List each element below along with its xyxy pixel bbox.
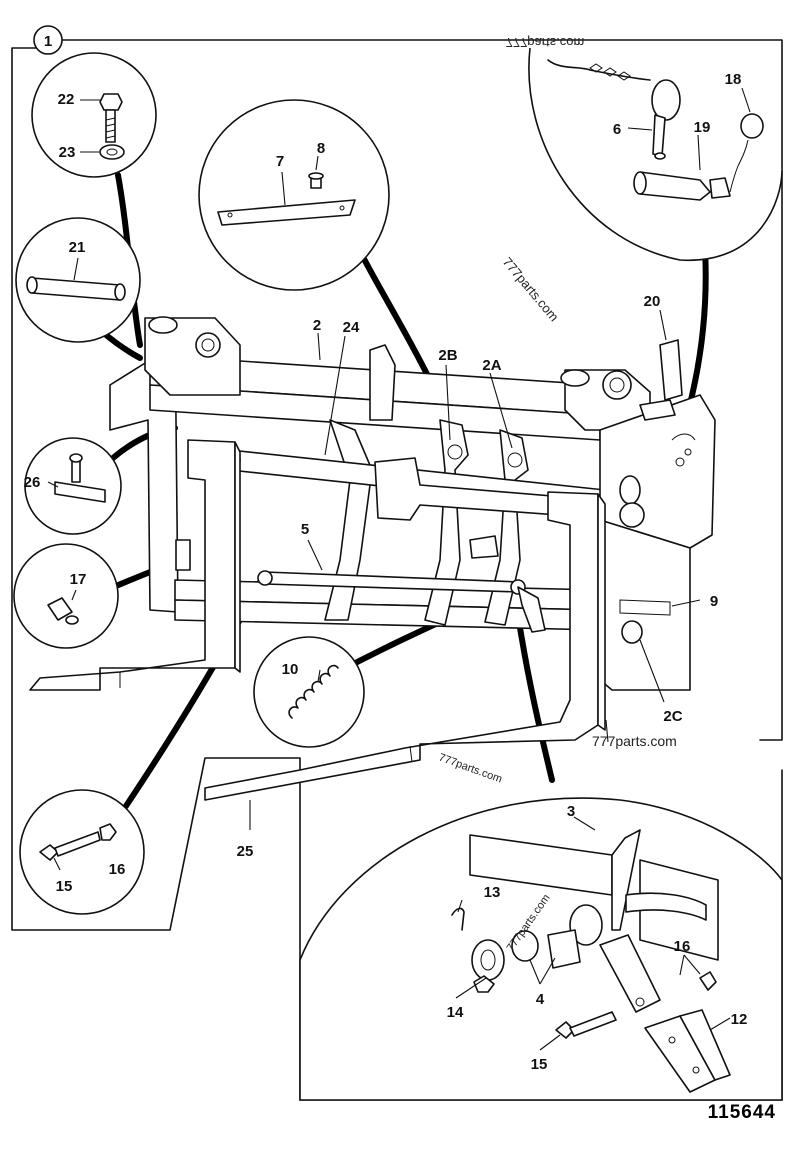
drawing-number: 115644 <box>708 1102 776 1123</box>
callout-21: 21 <box>69 239 86 256</box>
callout-14: 14 <box>447 1004 464 1021</box>
callout-2C: 2C <box>663 708 682 725</box>
sheet-number: 1 <box>44 33 52 50</box>
callout-5: 5 <box>301 521 309 538</box>
callout-13: 13 <box>484 884 501 901</box>
callout-17: 17 <box>70 571 87 588</box>
callout-2A: 2A <box>482 357 501 374</box>
detail-stabiliser-mount <box>299 797 783 1101</box>
callout-16-right: 16 <box>674 938 691 955</box>
fork-carriage-assembly <box>29 316 716 801</box>
callout-24: 24 <box>343 319 360 336</box>
callout-3: 3 <box>567 803 575 820</box>
callout-22: 22 <box>58 91 75 108</box>
detail-plate-7 <box>198 99 390 291</box>
callout-2B: 2B <box>438 347 457 364</box>
callout-2: 2 <box>313 317 321 334</box>
detail-spring-10 <box>253 636 365 748</box>
callout-12: 12 <box>731 1011 748 1028</box>
watermark-right: 777parts.com <box>592 733 677 749</box>
callout-16-left: 16 <box>109 861 126 878</box>
watermark-top: 777parts.com <box>506 35 585 50</box>
callout-18: 18 <box>725 71 742 88</box>
callout-25: 25 <box>237 843 254 860</box>
watermark-fork: 777parts.com <box>437 752 504 786</box>
watermark-diagonal: 777parts.com <box>500 254 562 324</box>
callout-pointers <box>249 309 701 830</box>
detail-grease-nipple-17 <box>13 543 119 649</box>
callout-23: 23 <box>59 144 76 161</box>
callout-15-right: 15 <box>531 1056 548 1073</box>
callout-6: 6 <box>613 121 621 138</box>
callout-15-left: 15 <box>56 878 73 895</box>
callout-9: 9 <box>710 593 718 610</box>
detail-grease-fitting-26 <box>24 437 122 535</box>
callout-labels: 22 23 21 26 17 7 8 2 24 2B 2A 20 6 19 18… <box>24 71 748 1073</box>
detail-bolt-nut <box>31 52 157 178</box>
callout-7: 7 <box>276 153 284 170</box>
detail-lock-pin-chain <box>528 47 783 261</box>
callout-19: 19 <box>694 119 711 136</box>
callout-26: 26 <box>24 474 41 491</box>
callout-8: 8 <box>317 140 325 157</box>
callout-4: 4 <box>536 991 545 1008</box>
callout-10: 10 <box>282 661 299 678</box>
detail-bolt-nut-15-16 <box>19 789 145 915</box>
callout-20: 20 <box>644 293 661 310</box>
detail-pin-21 <box>15 217 141 343</box>
